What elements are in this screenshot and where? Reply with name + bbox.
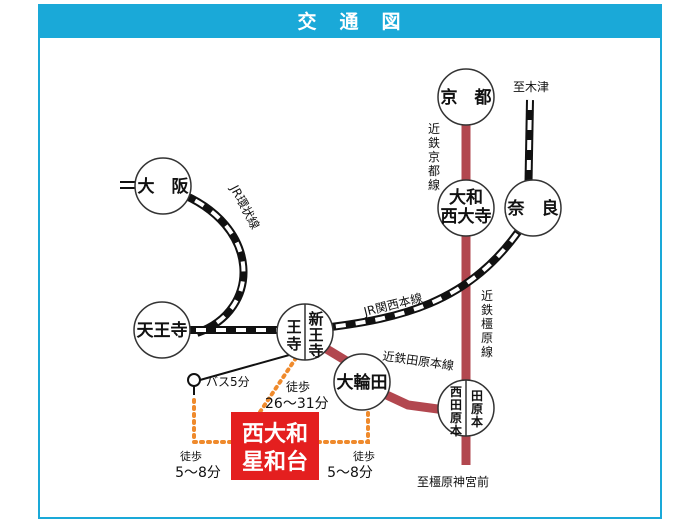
label-kyoto: 京 都 (441, 87, 492, 108)
line-kashihara-char-5: 線 (481, 344, 493, 359)
map-frame: 交 通 図 (38, 4, 662, 519)
destination-line2: 星和台 (242, 449, 308, 475)
line-kyoto-char-5: 線 (428, 177, 440, 192)
label-nara: 奈 良 (507, 198, 559, 219)
label-ou-1: 王 (286, 318, 301, 336)
label-nishitawara-1: 西 (450, 385, 462, 399)
walking-routes (192, 350, 370, 444)
line-kyoto-char-4: 都 (428, 164, 440, 178)
map-title: 交 通 図 (40, 6, 660, 38)
label-shin-2: 王 (308, 326, 323, 344)
label-yamato: 大和 (449, 187, 483, 208)
line-kashihara-char-2: 鉄 (481, 302, 493, 317)
destination-line1: 西大和 (242, 422, 308, 447)
line-kashihara-char-1: 近 (481, 289, 493, 303)
label-jr-loop: JR環状線 (227, 181, 263, 231)
label-ou-2: 寺 (286, 335, 301, 353)
walk-center-time: 26〜31分 (265, 396, 329, 412)
walk-right-time: 5〜8分 (327, 465, 373, 481)
label-nishitawara-3: 原 (450, 411, 462, 425)
direction-kizu: 至木津 (513, 80, 549, 94)
walk-right-label: 徒歩 (353, 449, 375, 463)
label-kintetsu-tawaramoto: 近鉄田原本線 (382, 348, 455, 373)
jr-loop-line (175, 188, 248, 337)
line-kashihara-char-4: 原 (481, 331, 493, 345)
walk-left-label: 徒歩 (180, 449, 202, 463)
label-saidaiji: 西大寺 (441, 206, 492, 227)
line-kyoto-char-1: 近 (428, 122, 440, 136)
label-shin-1: 新 (308, 310, 323, 328)
station-osaka (134, 157, 192, 215)
label-osaka: 大 阪 (138, 176, 189, 197)
label-owada: 大輪田 (337, 372, 388, 393)
line-kyoto-char-3: 京 (428, 150, 440, 164)
direction-kashihara-jingu: 至橿原神宮前 (417, 474, 489, 489)
station-kyoto (437, 68, 495, 126)
walk-center-label: 徒歩 (286, 379, 310, 394)
label-tawaramoto-3: 本 (471, 414, 483, 429)
destination-box (231, 412, 319, 480)
label-shin-3: 寺 (308, 342, 323, 360)
station-owada (333, 353, 391, 411)
bus-time-label: バス5分 (206, 375, 250, 389)
label-tennoji: 天王寺 (137, 320, 188, 341)
label-tawaramoto-2: 原 (471, 402, 483, 416)
walk-left-time: 5〜8分 (175, 465, 221, 481)
station-yamato-saidaiji (437, 179, 495, 237)
line-kyoto-char-2: 鉄 (428, 135, 440, 150)
osaka-stub (120, 181, 137, 189)
station-tennoji (133, 301, 191, 359)
label-nishitawara-4: 本 (450, 423, 462, 438)
station-nara (504, 179, 562, 237)
bus-route-line (199, 351, 301, 381)
label-tawaramoto-1: 田 (471, 389, 483, 403)
label-nishitawara-2: 田 (450, 398, 462, 412)
line-kashihara-char-3: 橿 (481, 317, 493, 331)
bus-stop-icon (187, 373, 201, 395)
